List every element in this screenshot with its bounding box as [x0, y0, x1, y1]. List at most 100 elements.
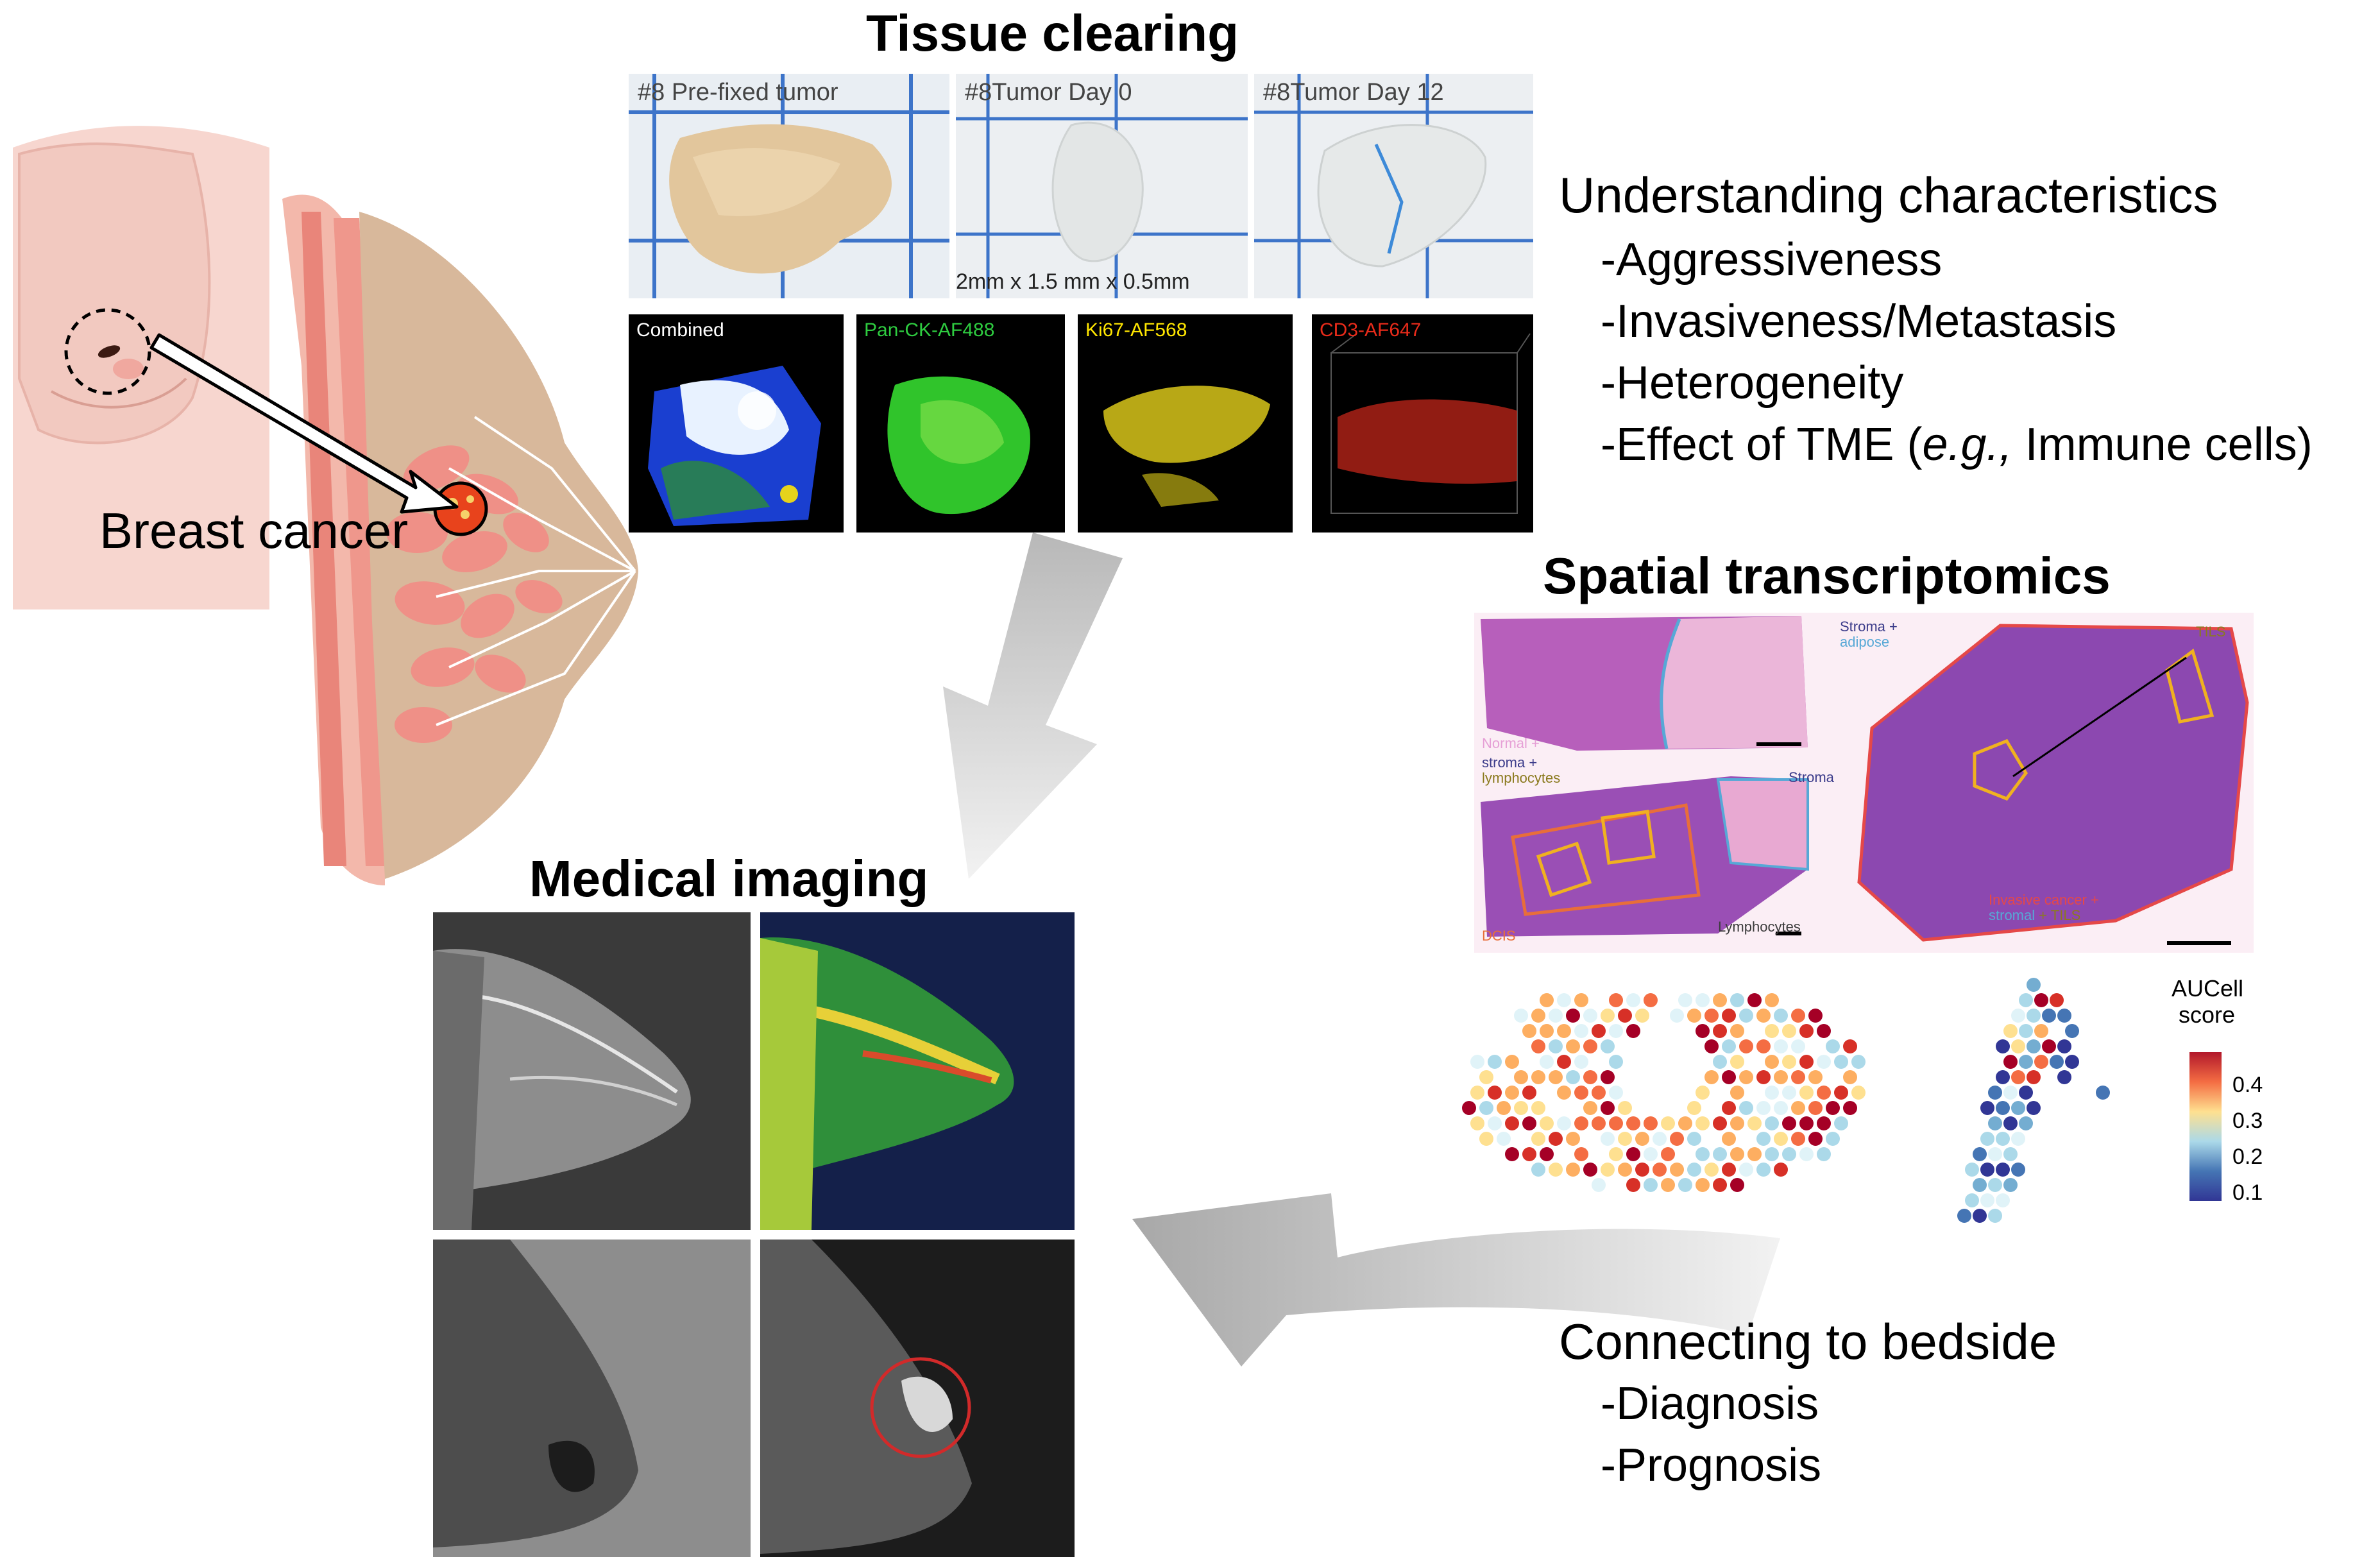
ki67-3d-render: [1103, 386, 1270, 507]
spot: [1988, 1086, 2002, 1100]
spot: [1592, 1024, 1606, 1038]
spot: [1644, 1178, 1658, 1192]
spot: [1980, 1193, 1994, 1207]
spot: [2065, 1055, 2079, 1069]
spot: [1609, 1116, 1623, 1130]
breast-contour: [51, 377, 187, 409]
spot: [2011, 1132, 2025, 1146]
spot: [1782, 1024, 1796, 1038]
spot: [1601, 1163, 1615, 1177]
spot: [1687, 1132, 1701, 1146]
spot: [1488, 1055, 1502, 1069]
spot: [2019, 1086, 2033, 1100]
spot: [1730, 993, 1744, 1007]
understanding-item: -Aggressiveness: [1601, 234, 1942, 285]
photo-day-12: #8Tumor Day 12: [1254, 74, 1533, 298]
spot: [1505, 1055, 1519, 1069]
spot: [2011, 1163, 2025, 1177]
spot: [1696, 1116, 1710, 1130]
spot: [1540, 993, 1554, 1007]
spot: [1531, 1070, 1545, 1084]
spot: [1644, 1116, 1658, 1130]
spot: [1756, 1132, 1771, 1146]
spot: [1774, 1039, 1788, 1053]
spot: [1765, 1116, 1779, 1130]
spot: [1739, 1101, 1753, 1115]
spot: [1791, 1101, 1805, 1115]
spot: [1791, 1009, 1805, 1023]
spot: [1678, 1178, 1692, 1192]
spot: [1488, 1116, 1502, 1130]
spot: [1988, 1147, 2002, 1161]
spot: [1722, 1132, 1736, 1146]
spot: [1774, 1163, 1788, 1177]
spot: [1661, 1116, 1675, 1130]
spot: [1704, 1009, 1719, 1023]
spot: [1609, 1024, 1623, 1038]
spot: [1965, 1163, 1979, 1177]
spot: [1782, 1147, 1796, 1161]
grid-paper: [1254, 74, 1533, 298]
spot: [2034, 1024, 2048, 1038]
tissue-clearing-panel: #8 Pre-fixed tumor #8Tumor Day 0 2mm x 1…: [629, 74, 1533, 533]
spot: [1722, 1101, 1736, 1115]
spot: [1765, 993, 1779, 1007]
spot: [1514, 1101, 1528, 1115]
spot: [1601, 1132, 1615, 1146]
spot: [1988, 1116, 2002, 1130]
tils-region: [1973, 738, 2028, 801]
spot: [2019, 1116, 2033, 1130]
spot: [1479, 1101, 1493, 1115]
spot: [1747, 1116, 1762, 1130]
spot: [1973, 1178, 1987, 1192]
spot: [1988, 1209, 2002, 1223]
spot: [1566, 1039, 1580, 1053]
spot: [1549, 1039, 1563, 1053]
spot: [1557, 1086, 1571, 1100]
spot: [1722, 1163, 1736, 1177]
spot: [1574, 1116, 1588, 1130]
spot: [2003, 1116, 2018, 1130]
spot: [1626, 1024, 1640, 1038]
spot: [2057, 1009, 2071, 1023]
tissue-dimensions: 2mm x 1.5 mm x 0.5mm: [956, 269, 1190, 294]
spot: [1583, 1070, 1597, 1084]
channel-label-ki67: Ki67-AF568: [1085, 320, 1187, 341]
channel-label-combined: Combined: [636, 320, 724, 341]
spot: [1479, 1132, 1493, 1146]
ducts: [436, 416, 636, 726]
grid-paper: [956, 74, 1248, 298]
spot: [2019, 993, 2033, 1007]
spot: [1670, 1132, 1684, 1146]
spot: [2003, 1147, 2018, 1161]
spot: [1851, 1086, 1866, 1100]
spot: [1722, 1039, 1736, 1053]
combined-3d-render: [648, 366, 821, 526]
spot: [2019, 1024, 2033, 1038]
stroma-adipose-region: [1661, 616, 1808, 749]
channel-label-cd3: CD3-AF647: [1320, 320, 1422, 341]
spot: [1808, 1070, 1823, 1084]
spot: [1557, 1024, 1571, 1038]
spot: [1713, 993, 1727, 1007]
spot: [1592, 1116, 1606, 1130]
spot: [1609, 993, 1623, 1007]
spot: [1808, 1101, 1823, 1115]
spot: [1756, 1039, 1771, 1053]
photo-label-day12: #8Tumor Day 12: [1263, 79, 1444, 106]
spot: [1774, 1009, 1788, 1023]
spot: [1661, 1147, 1675, 1161]
spot: [1488, 1086, 1502, 1100]
micro-ki67: Ki67-AF568: [1078, 314, 1293, 533]
spot: [1635, 1132, 1649, 1146]
spot: [1747, 1147, 1762, 1161]
spot: [2019, 1055, 2033, 1069]
spot: [1791, 1039, 1805, 1053]
spot: [2011, 1101, 2025, 1115]
breast-anatomy-graphic: [13, 126, 638, 886]
spot: [1996, 1070, 2010, 1084]
aucell-legend: AUCell score 0.4 0.3 0.2 0.1: [2172, 975, 2293, 1206]
spot: [1566, 1009, 1580, 1023]
spot: [1522, 1147, 1536, 1161]
spot: [1996, 1193, 2010, 1207]
